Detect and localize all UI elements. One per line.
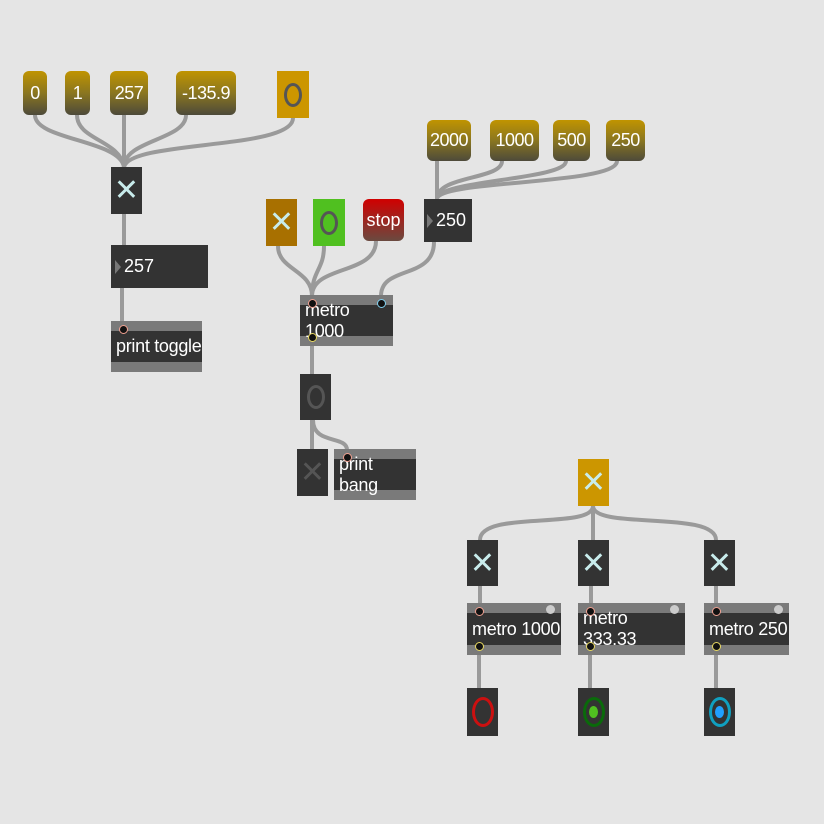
bang-red[interactable] xyxy=(467,688,498,736)
inlet[interactable] xyxy=(343,453,352,462)
message-neg-135-9[interactable]: -135.9 xyxy=(176,71,236,115)
toggle-master[interactable]: ✕ xyxy=(578,459,609,506)
outlet[interactable] xyxy=(586,642,595,651)
stop-message[interactable]: stop xyxy=(363,199,404,241)
message-1[interactable]: 1 xyxy=(65,71,90,115)
bang-circle-icon xyxy=(471,697,494,727)
message-500[interactable]: 500 xyxy=(553,120,590,161)
x-icon: ✕ xyxy=(706,546,733,580)
message-2000[interactable]: 2000 xyxy=(427,120,471,161)
triangle-icon xyxy=(427,213,433,228)
inlet-left[interactable] xyxy=(308,299,317,308)
number-box-1[interactable]: 257 xyxy=(111,245,208,288)
bang-circle-icon xyxy=(582,697,605,727)
metro-c[interactable]: metro 250 xyxy=(704,603,789,655)
x-icon: ✕ xyxy=(580,466,607,499)
toggle-c[interactable]: ✕ xyxy=(704,540,735,586)
toggle-a[interactable]: ✕ xyxy=(467,540,498,586)
bang-button-orange[interactable] xyxy=(277,71,309,118)
bang-green[interactable] xyxy=(578,688,609,736)
number-box-interval[interactable]: 250 xyxy=(424,199,472,242)
print-toggle-object[interactable]: print toggle xyxy=(111,321,202,372)
message-1000[interactable]: 1000 xyxy=(490,120,539,161)
toggle-dark[interactable]: ✕ xyxy=(297,449,328,496)
outlet[interactable] xyxy=(475,642,484,651)
bang-circle-icon xyxy=(320,210,338,235)
inlet-right[interactable] xyxy=(377,299,386,308)
outlet[interactable] xyxy=(712,642,721,651)
print-bang-object[interactable]: print bang xyxy=(334,449,416,500)
number-value: 250 xyxy=(436,210,467,230)
object-text: metro 250 xyxy=(709,618,788,639)
x-icon: ✕ xyxy=(469,546,496,580)
x-icon: ✕ xyxy=(580,546,607,580)
message-250[interactable]: 250 xyxy=(606,120,645,161)
object-text: metro 333.33 xyxy=(583,608,637,649)
bang-fill xyxy=(589,706,598,718)
x-icon: ✕ xyxy=(113,174,140,207)
bang-cyan[interactable] xyxy=(704,688,735,736)
triangle-icon xyxy=(115,259,121,274)
metro-b[interactable]: metro 333.33 xyxy=(578,603,685,655)
message-0[interactable]: 0 xyxy=(23,71,47,115)
inlet[interactable] xyxy=(475,607,484,616)
bang-button-dark[interactable] xyxy=(300,374,331,420)
bang-circle-icon xyxy=(306,385,325,409)
blink-indicator xyxy=(774,605,783,614)
bang-circle-icon xyxy=(284,82,302,107)
blink-indicator xyxy=(670,605,679,614)
object-text: print toggle xyxy=(116,336,202,356)
x-icon: ✕ xyxy=(299,456,326,489)
inlet[interactable] xyxy=(586,607,595,616)
number-value: 257 xyxy=(124,256,155,276)
inlet[interactable] xyxy=(712,607,721,616)
toggle-b[interactable]: ✕ xyxy=(578,540,609,586)
bang-fill xyxy=(715,706,724,718)
toggle-1[interactable]: ✕ xyxy=(111,167,142,214)
bang-circle-icon xyxy=(708,697,731,727)
object-text: metro 1000 xyxy=(472,618,561,639)
blink-indicator xyxy=(546,605,555,614)
outlet[interactable] xyxy=(308,333,317,342)
x-icon: ✕ xyxy=(268,206,295,239)
bang-button-green[interactable] xyxy=(313,199,345,246)
metro-a[interactable]: metro 1000 xyxy=(467,603,561,655)
metro-object[interactable]: metro 1000 xyxy=(300,295,393,346)
message-257[interactable]: 257 xyxy=(110,71,148,115)
inlet[interactable] xyxy=(119,325,128,334)
toggle-orange[interactable]: ✕ xyxy=(266,199,297,246)
